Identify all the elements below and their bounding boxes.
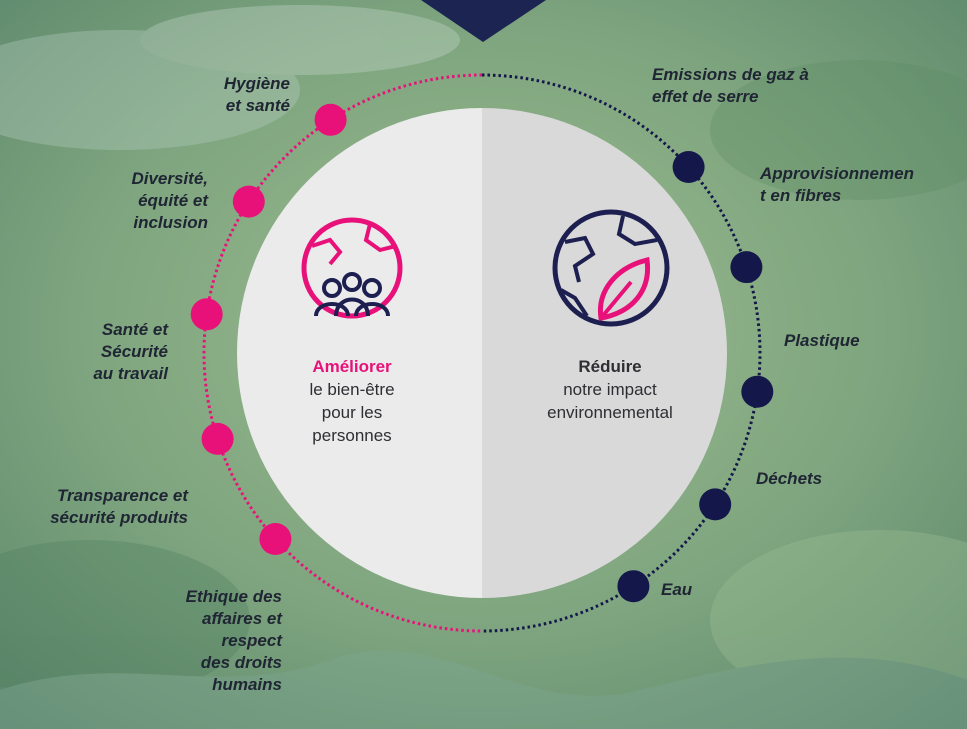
environment-topic-node-1 <box>672 151 705 183</box>
topic-line: Ethique des <box>185 587 282 606</box>
people-topic-node-5 <box>314 103 347 136</box>
people-pillar-line2: pour les <box>321 403 383 422</box>
topic-line: Sécurité <box>100 342 168 361</box>
topic-line: Hygiène <box>223 74 290 93</box>
topic-line: Diversité, <box>131 169 208 188</box>
topic-line: Eau <box>661 580 693 599</box>
topic-emissions: Emissions de gaz à effet de serre <box>652 64 852 108</box>
topic-line: Emissions de gaz à <box>652 65 809 84</box>
topic-line: équité et <box>138 191 208 210</box>
left-dotted-arc <box>202 73 483 633</box>
topic-transparence: Transparence et sécurité produits <box>10 485 188 529</box>
globe-people-icon <box>301 217 403 319</box>
topic-line: Santé et <box>101 320 168 339</box>
topic-line: humains <box>212 675 282 694</box>
topic-sante-securite: Santé et Sécurité au travail <box>40 319 168 385</box>
topic-line: inclusion <box>133 213 208 232</box>
environment-pillar-line1: notre impact <box>563 380 657 399</box>
topic-eau: Eau <box>661 579 741 601</box>
environment-pillar-line2: environnemental <box>547 403 673 422</box>
topic-fibres: Approvisionnemen t en fibres <box>760 163 960 207</box>
people-topic-node-3 <box>190 298 223 331</box>
topic-line: respect <box>221 631 282 650</box>
globe-leaf-icon <box>552 209 670 327</box>
topic-line: Déchets <box>756 469 823 488</box>
topic-line: effet de serre <box>652 87 759 106</box>
topic-line: affaires et <box>201 609 282 628</box>
people-pillar-line1: le bien-être <box>309 380 395 399</box>
environment-topic-node-5 <box>617 570 650 603</box>
people-pillar-title: Améliorer <box>312 357 392 376</box>
environment-topic-node-3 <box>741 375 774 408</box>
background-texture <box>0 5 967 729</box>
environment-pillar-text: Réduire notre impact environnemental <box>520 355 700 424</box>
topic-line: Transparence et <box>56 486 188 505</box>
center-disc <box>237 108 727 598</box>
topic-diversite: Diversité, équité et inclusion <box>60 168 208 234</box>
people-topic-node-4 <box>232 185 265 218</box>
people-pillar-line3: personnes <box>312 426 392 445</box>
topic-line: au travail <box>93 364 168 383</box>
topic-plastique: Plastique <box>784 330 904 352</box>
environment-pillar-title: Réduire <box>578 357 642 376</box>
environment-topic-node-2 <box>730 251 763 284</box>
people-topic-node-2 <box>201 422 234 455</box>
topic-line: Plastique <box>784 331 860 350</box>
people-pillar-text: Améliorer le bien-être pour les personne… <box>292 355 412 447</box>
topic-hygiene-sante: Hygiène et santé <box>150 73 290 117</box>
top-arrow-triangle <box>421 0 546 42</box>
topic-dechets: Déchets <box>756 468 876 490</box>
topic-line: et santé <box>225 96 290 115</box>
topic-ethique: Ethique des affaires et respect des droi… <box>130 586 282 696</box>
right-dotted-arc <box>481 73 762 633</box>
environment-topic-node-4 <box>699 488 732 521</box>
people-topic-node-1 <box>259 523 292 555</box>
topic-line: sécurité produits <box>50 508 188 527</box>
topic-line: t en fibres <box>760 186 842 205</box>
topic-line: Approvisionnemen <box>760 164 914 183</box>
topic-line: des droits <box>200 653 282 672</box>
